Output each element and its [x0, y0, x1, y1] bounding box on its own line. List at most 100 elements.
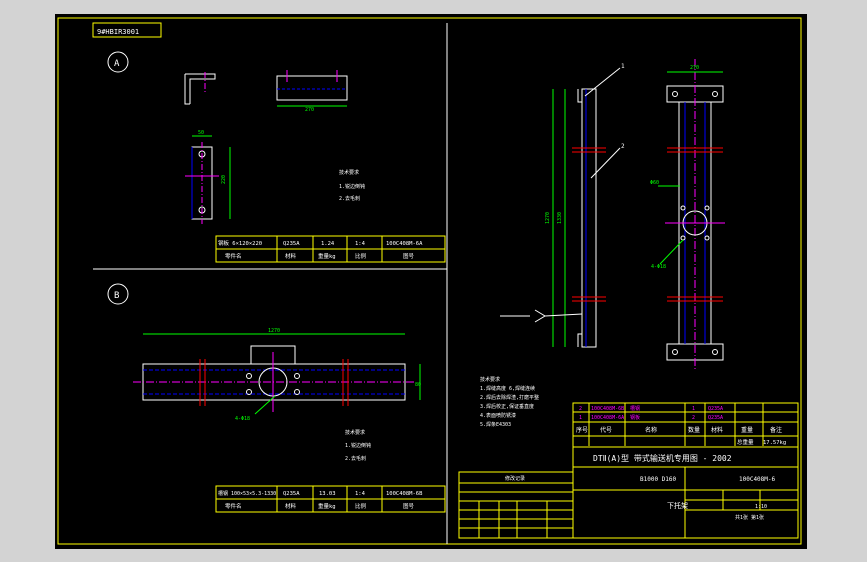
asm-hole2-leader	[659, 239, 684, 265]
view-a-notes-title: 技术要求	[339, 169, 359, 176]
va-r2c5: 图号	[403, 252, 415, 260]
vb-r1c3: 13.03	[319, 491, 336, 497]
pl-r2c3: 钢板	[630, 414, 640, 421]
asm-side-channel	[581, 88, 597, 348]
hdr-seq: 序号	[576, 426, 588, 434]
vb-r2c2: 材料	[285, 502, 297, 510]
hdr-remark: 备注	[770, 426, 782, 434]
view-b-notes-title: 技术要求	[345, 429, 365, 436]
drawing-no: 100C408M-6	[739, 476, 776, 483]
vb-r1c2: Q235A	[283, 491, 300, 497]
view-b-dim-height: 80	[415, 382, 421, 388]
va-r1c5: 100C408M-6A	[386, 241, 423, 247]
view-b-bolt-2	[294, 373, 300, 379]
va-r2c2: 材料	[285, 252, 297, 260]
view-b-bolt-3	[246, 389, 252, 395]
view-b-marker: B	[114, 291, 119, 301]
view-a-dim-len: 270	[305, 107, 314, 113]
asm-balloon-2: 2	[621, 143, 625, 150]
hdr-wt: 重量	[741, 426, 753, 434]
va-r2c1: 零件名	[225, 252, 242, 260]
view-a-angle-profile	[184, 73, 216, 105]
va-r1c3: 1.24	[321, 241, 335, 247]
pl-r2c2: 100C408M-6A	[591, 415, 624, 421]
va-r1c4: 1:4	[355, 241, 366, 247]
vb-r2c4: 比例	[355, 502, 367, 510]
pl-r1c2: 100C408M-6B	[591, 406, 624, 412]
asm-balloon-leader-1	[584, 67, 621, 97]
view-a-dim-height: 220	[221, 175, 227, 184]
asm-dim-hole: Φ60	[650, 180, 659, 186]
view-b-marker-circle	[107, 283, 129, 305]
vb-r2c1: 零件名	[225, 502, 242, 510]
view-a-dim-width: 50	[198, 130, 204, 136]
view-a-table: 钢板 6×120×220 Q235A 1.24 1:4 100C408M-6A …	[215, 235, 446, 263]
sheet-info: 共1张 第1张	[735, 514, 764, 521]
asm-dim-top: 270	[690, 65, 699, 71]
asm-note-4: 4.表面喷防锈漆	[480, 412, 516, 419]
view-b-leader	[254, 395, 276, 415]
vb-r2c3: 重量kg	[318, 502, 336, 510]
asm-side-dim-a: 1270	[545, 212, 551, 224]
pl-r1c5: Q235A	[708, 406, 723, 412]
asm-weld-leader	[544, 313, 583, 317]
asm-note-2: 2.焊后去除焊渣,打磨平整	[480, 394, 539, 401]
va-r1c1: 钢板 6×120×220	[218, 239, 262, 247]
asm-balloon-1: 1	[621, 63, 625, 70]
view-b-note-1: 1.锐边倒钝	[345, 442, 371, 449]
vb-r1c4: 1:4	[355, 491, 366, 497]
sheet-border	[57, 17, 802, 545]
project-title: DTⅡ(A)型 带式输送机专用图 - 2002	[593, 453, 732, 463]
view-b-table: 槽钢 100×53×5.3-1330 Q235A 13.03 1:4 100C4…	[215, 485, 446, 513]
view-a: A 270 50 220 技术要求 1.锐边倒钝 2.去毛刺	[107, 51, 446, 263]
view-a-marker: A	[114, 59, 120, 69]
asm-side-dim-b: 1330	[557, 212, 563, 224]
hdr-qty: 数量	[688, 426, 700, 434]
asm-notes-title: 技术要求	[480, 376, 500, 383]
drawing-sheet: 9#HBIR3001 A 270 50 220 技术要求 1.锐边倒钝 2.去毛…	[57, 17, 802, 545]
pl-r1c4: 1	[692, 406, 695, 412]
va-r2c3: 重量kg	[318, 252, 336, 260]
asm-note-3: 3.焊后校正,保证垂直度	[480, 403, 534, 410]
pl-r2c1: 1	[579, 415, 582, 421]
view-a-note-1: 1.锐边倒钝	[339, 183, 365, 190]
vb-r2c5: 图号	[403, 502, 415, 510]
total-weight-label: 总重量	[737, 438, 754, 446]
scale-value: 1:10	[755, 504, 767, 510]
drawing-tag: 9#HBIR3001	[97, 28, 139, 36]
view-b-note-2: 2.去毛刺	[345, 455, 366, 462]
asm-side-bracket-bottom	[577, 333, 582, 347]
view-a-top-rect	[276, 75, 348, 101]
cad-viewport[interactable]: 9#HBIR3001 A 270 50 220 技术要求 1.锐边倒钝 2.去毛…	[55, 14, 807, 549]
vb-r1c1: 槽钢 100×53×5.3-1330	[218, 490, 276, 497]
view-b: B 1270 80 4-Φ18 技术要求 1.锐边倒钝 2.去毛刺	[107, 283, 446, 513]
pl-r2c4: 2	[692, 415, 695, 421]
view-a-marker-circle	[107, 51, 129, 73]
va-r2c4: 比例	[355, 252, 367, 260]
view-b-bolt-1	[246, 373, 252, 379]
asm-balloon-leader-2	[590, 147, 621, 179]
revision-title: 修改记录	[505, 475, 525, 482]
pl-r2c5: Q235A	[708, 415, 723, 421]
view-a-note-2: 2.去毛刺	[339, 195, 360, 202]
pl-r1c3: 槽钢	[630, 405, 640, 412]
assembly-view: 1270 1330 1 2 270 Φ60	[480, 59, 725, 428]
hdr-name: 名称	[645, 426, 657, 434]
drawing-tag-box	[92, 22, 162, 38]
va-r1c2: Q235A	[283, 241, 300, 247]
asm-note-1: 1.焊缝高度 6,焊缝连续	[480, 385, 535, 392]
unit-label: B1000 D160	[640, 476, 677, 483]
hdr-mat: 材料	[711, 426, 723, 434]
view-b-bolt-4	[294, 389, 300, 395]
asm-note-5: 5.焊条E4303	[480, 421, 511, 428]
hdr-code: 代号	[600, 426, 612, 434]
view-b-dim-length: 1270	[268, 328, 280, 334]
asm-side-bracket-top	[577, 89, 582, 103]
view-b-hole-label: 4-Φ18	[235, 416, 250, 422]
drawing-name: 下托架	[667, 501, 688, 510]
asm-weld-arrow	[534, 309, 546, 323]
asm-dim-hole2: 4-Φ18	[651, 264, 666, 270]
pl-r1c1: 2	[579, 406, 582, 412]
title-block: 2 100C408M-6B 槽钢 1 Q235A 1 100C408M-6A 钢…	[458, 402, 799, 539]
vb-r1c5: 100C408M-6B	[386, 491, 423, 497]
